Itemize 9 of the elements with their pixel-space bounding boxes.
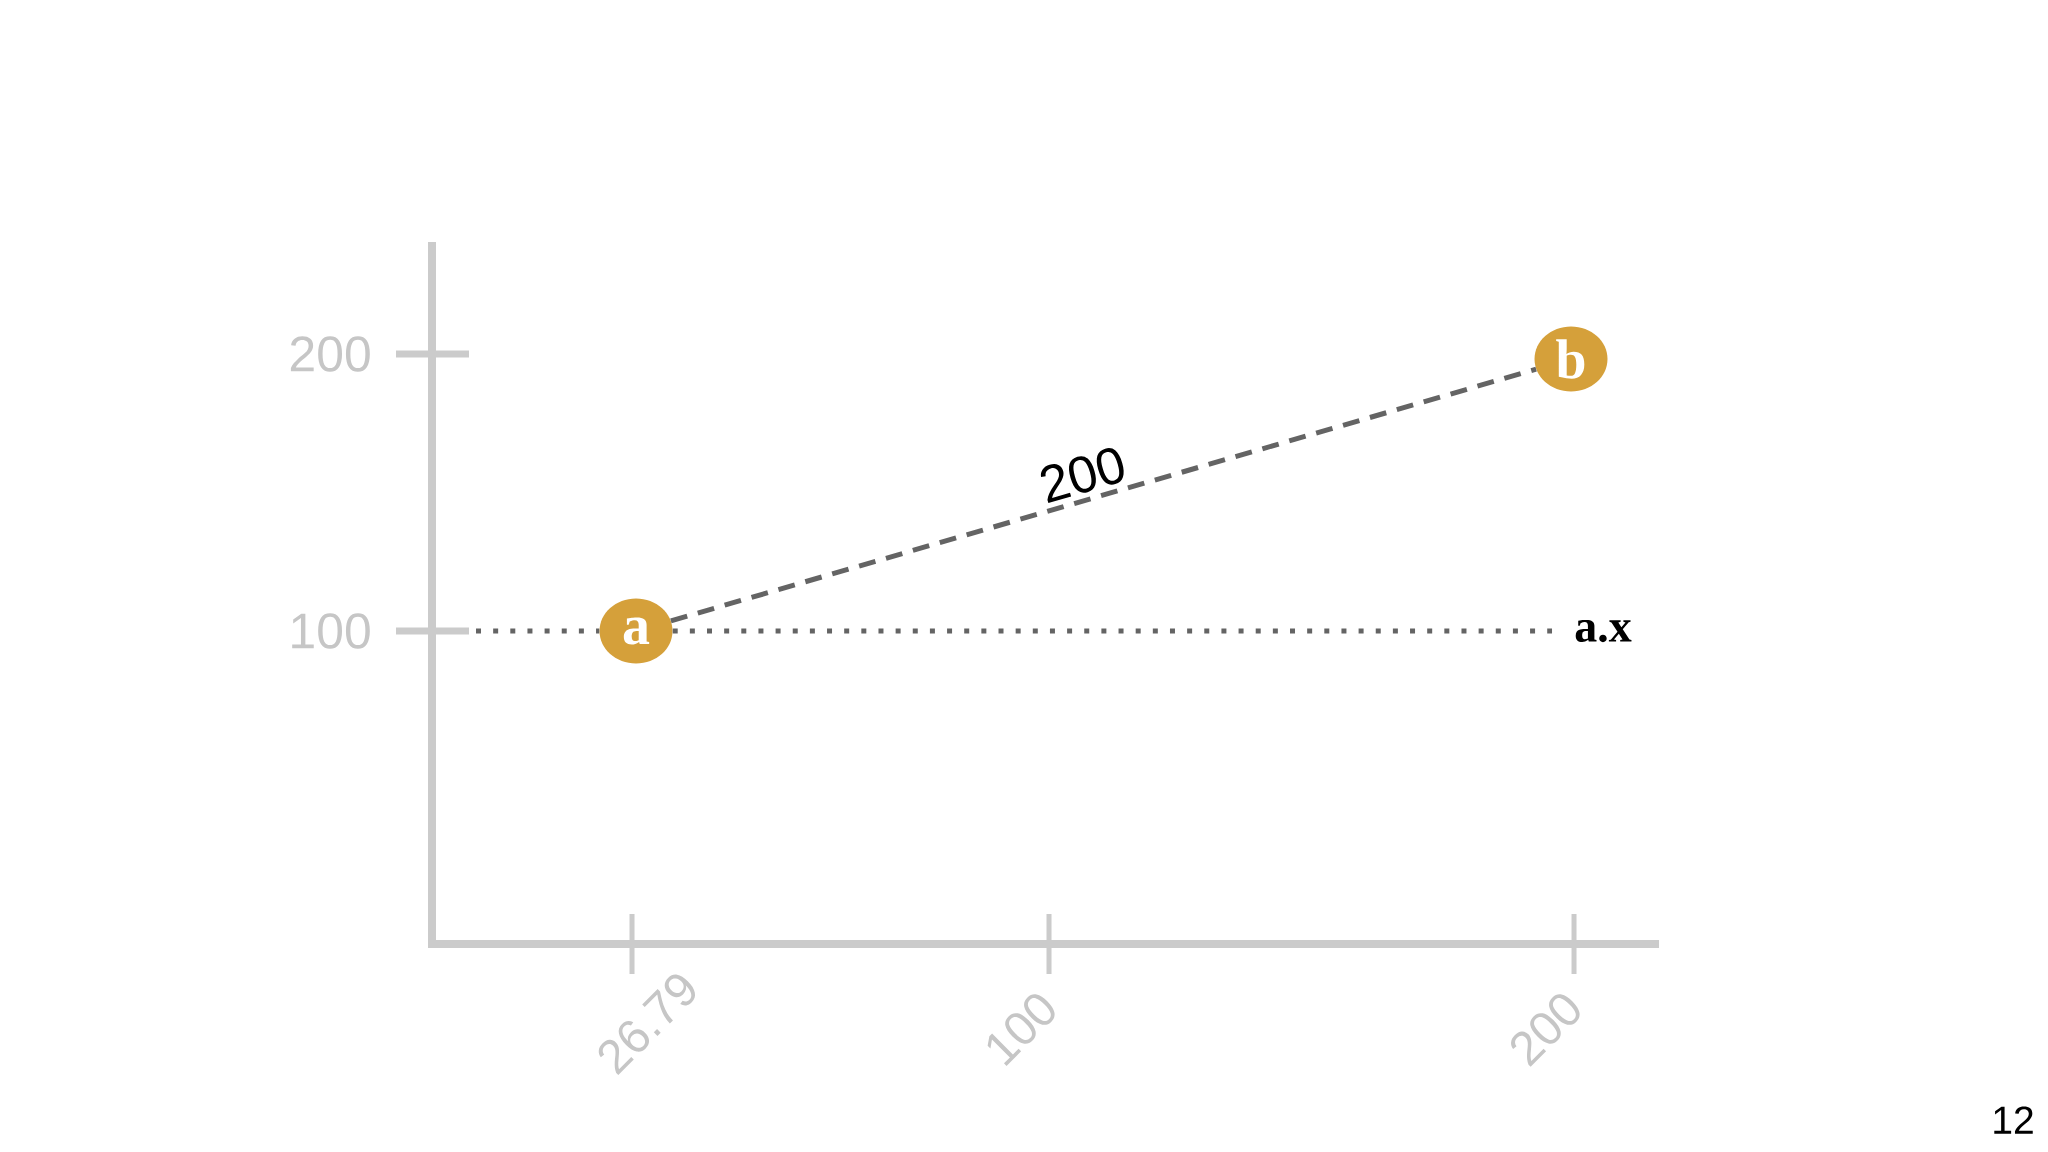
tick-label: 100	[292, 613, 370, 649]
tick-label: 200	[1511, 994, 1580, 1067]
edge-label: 200	[1040, 448, 1124, 503]
dashed-line	[670, 366, 1537, 624]
tick-label: 100	[987, 994, 1055, 1066]
coordinate-label: a.x	[1575, 619, 1632, 643]
tick-label: 200	[290, 336, 370, 372]
page-number: 12	[1994, 1106, 2033, 1134]
dotted-line	[473, 628, 1555, 634]
